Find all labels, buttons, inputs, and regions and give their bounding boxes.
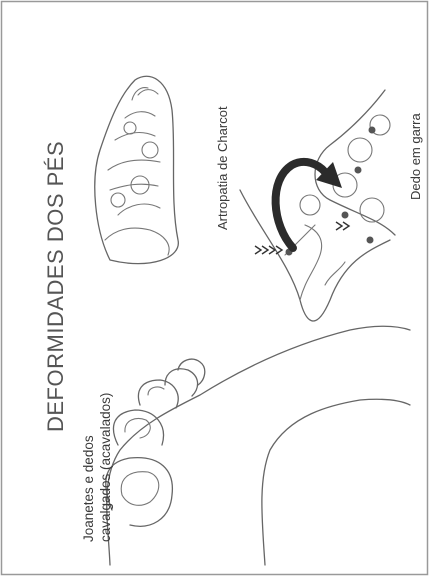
joint-mark [367,237,374,244]
page-title: DEFORMIDADES DOS PÉS [43,141,69,432]
bunion-caption-line1: Joanetes e dedos [80,393,97,542]
claw-toe-caption: Dedo em garra [408,113,423,200]
bunion-caption: Joanetes e dedos cavalgados (acavalados) [80,393,114,542]
bunion-foot-illustration [106,326,410,565]
charcot-foot-illustration [95,76,179,263]
joint-mark [355,167,362,174]
bunion-caption-line2: cavalgados (acavalados) [97,393,114,542]
joint-mark [342,212,349,219]
charcot-caption: Artropatia de Charcot [215,106,230,230]
claw-toe-illustration [240,90,395,321]
curved-arrow-icon [276,162,342,248]
joint-mark [369,127,376,134]
